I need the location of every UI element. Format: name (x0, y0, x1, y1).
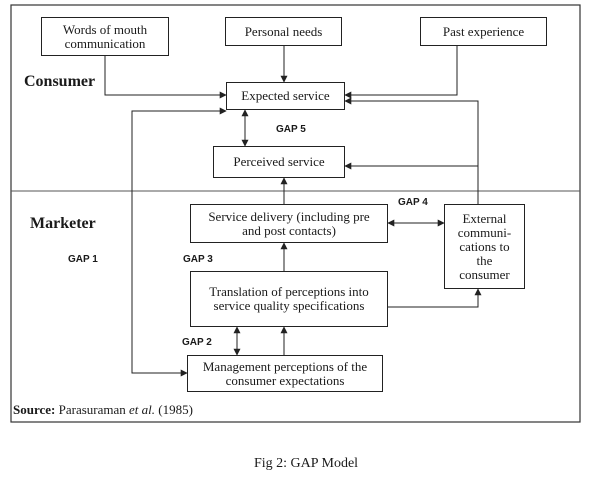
source-label: Source: (13, 402, 56, 417)
source-citation: Source: Parasuraman et al. (1985) (13, 402, 193, 418)
box-translation-label: Translation of perceptions into service … (209, 284, 369, 313)
gap1-arrow (131, 107, 227, 377)
box-translation: Translation of perceptions into service … (190, 271, 388, 327)
section-consumer: Consumer (24, 73, 96, 90)
box-personal-needs-label: Personal needs (244, 23, 323, 39)
gap3-label: GAP 3 (183, 254, 213, 265)
box-words-of-mouth: Words of mouth communication (41, 17, 169, 56)
box-expected-service: Expected service (226, 82, 345, 110)
gap1-label: GAP 1 (68, 254, 98, 265)
figure-caption: Fig 2: GAP Model (253, 456, 359, 471)
gap4-label: GAP 4 (398, 197, 428, 208)
box-external-communications: External communi-cations to the consumer (444, 204, 525, 289)
gap5-label: GAP 5 (276, 124, 306, 135)
arrow-past-to-expected (344, 46, 458, 99)
box-expected-service-label: Expected service (241, 88, 330, 103)
box-service-delivery: Service delivery (including pre and post… (190, 204, 388, 243)
arrow-translation-to-external (388, 288, 482, 308)
box-management-perceptions-label: Management perceptions of the consumer e… (202, 358, 368, 388)
arrow-external-to-expected (344, 97, 479, 204)
box-words-of-mouth-label: Words of mouth communication (62, 21, 148, 51)
source-author: Parasuraman (58, 402, 126, 417)
box-service-delivery-label: Service delivery (including pre and post… (208, 208, 370, 238)
box-personal-needs: Personal needs (225, 17, 342, 46)
box-perceived-service-label: Perceived service (233, 154, 325, 169)
source-etal: et al. (129, 402, 156, 417)
figure-frame (10, 4, 581, 423)
gap2-label: GAP 2 (182, 337, 212, 348)
box-management-perceptions: Management perceptions of the consumer e… (187, 355, 383, 392)
box-perceived-service: Perceived service (213, 146, 345, 178)
box-past-experience-label: Past experience (442, 23, 525, 39)
box-external-communications-label: External communi-cations to the consumer (457, 210, 512, 282)
section-marketer: Marketer (30, 215, 96, 232)
source-year: (1985) (158, 402, 193, 417)
arrow-wom-to-expected (104, 56, 227, 99)
box-past-experience: Past experience (420, 17, 547, 46)
